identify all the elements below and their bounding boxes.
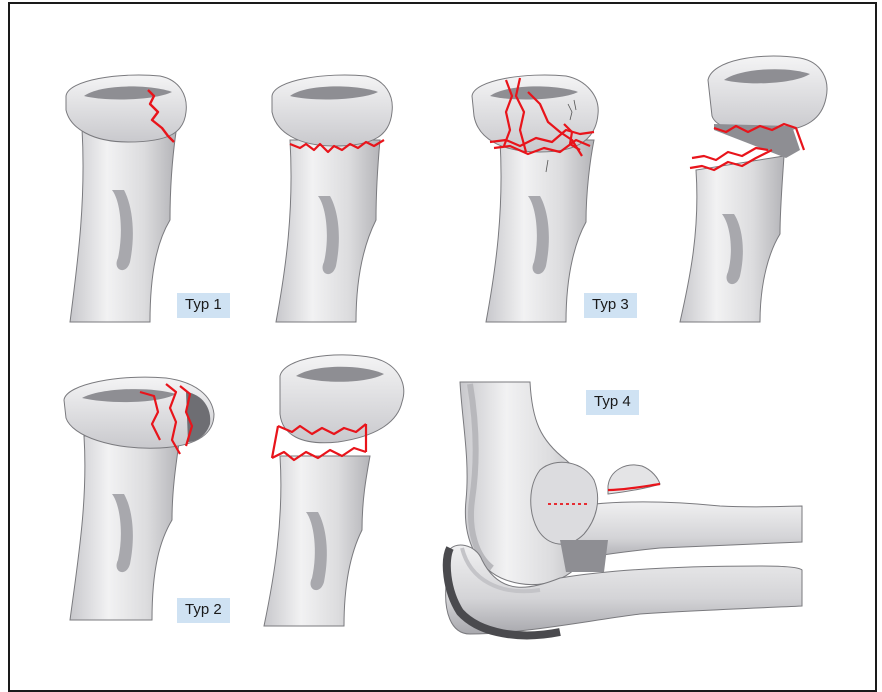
typ1-bone-a <box>66 75 186 322</box>
typ2-bone-b <box>264 355 404 626</box>
typ2-bone-a <box>64 377 214 620</box>
label-typ2: Typ 2 <box>177 598 230 623</box>
typ1-bone-b <box>272 75 392 322</box>
typ4-fragment <box>608 465 660 494</box>
label-typ1: Typ 1 <box>177 293 230 318</box>
typ4-elbow <box>446 382 802 635</box>
typ3-bone-b <box>680 56 827 322</box>
label-typ4: Typ 4 <box>586 390 639 415</box>
label-typ3: Typ 3 <box>584 293 637 318</box>
typ3-bone-a <box>472 75 598 322</box>
